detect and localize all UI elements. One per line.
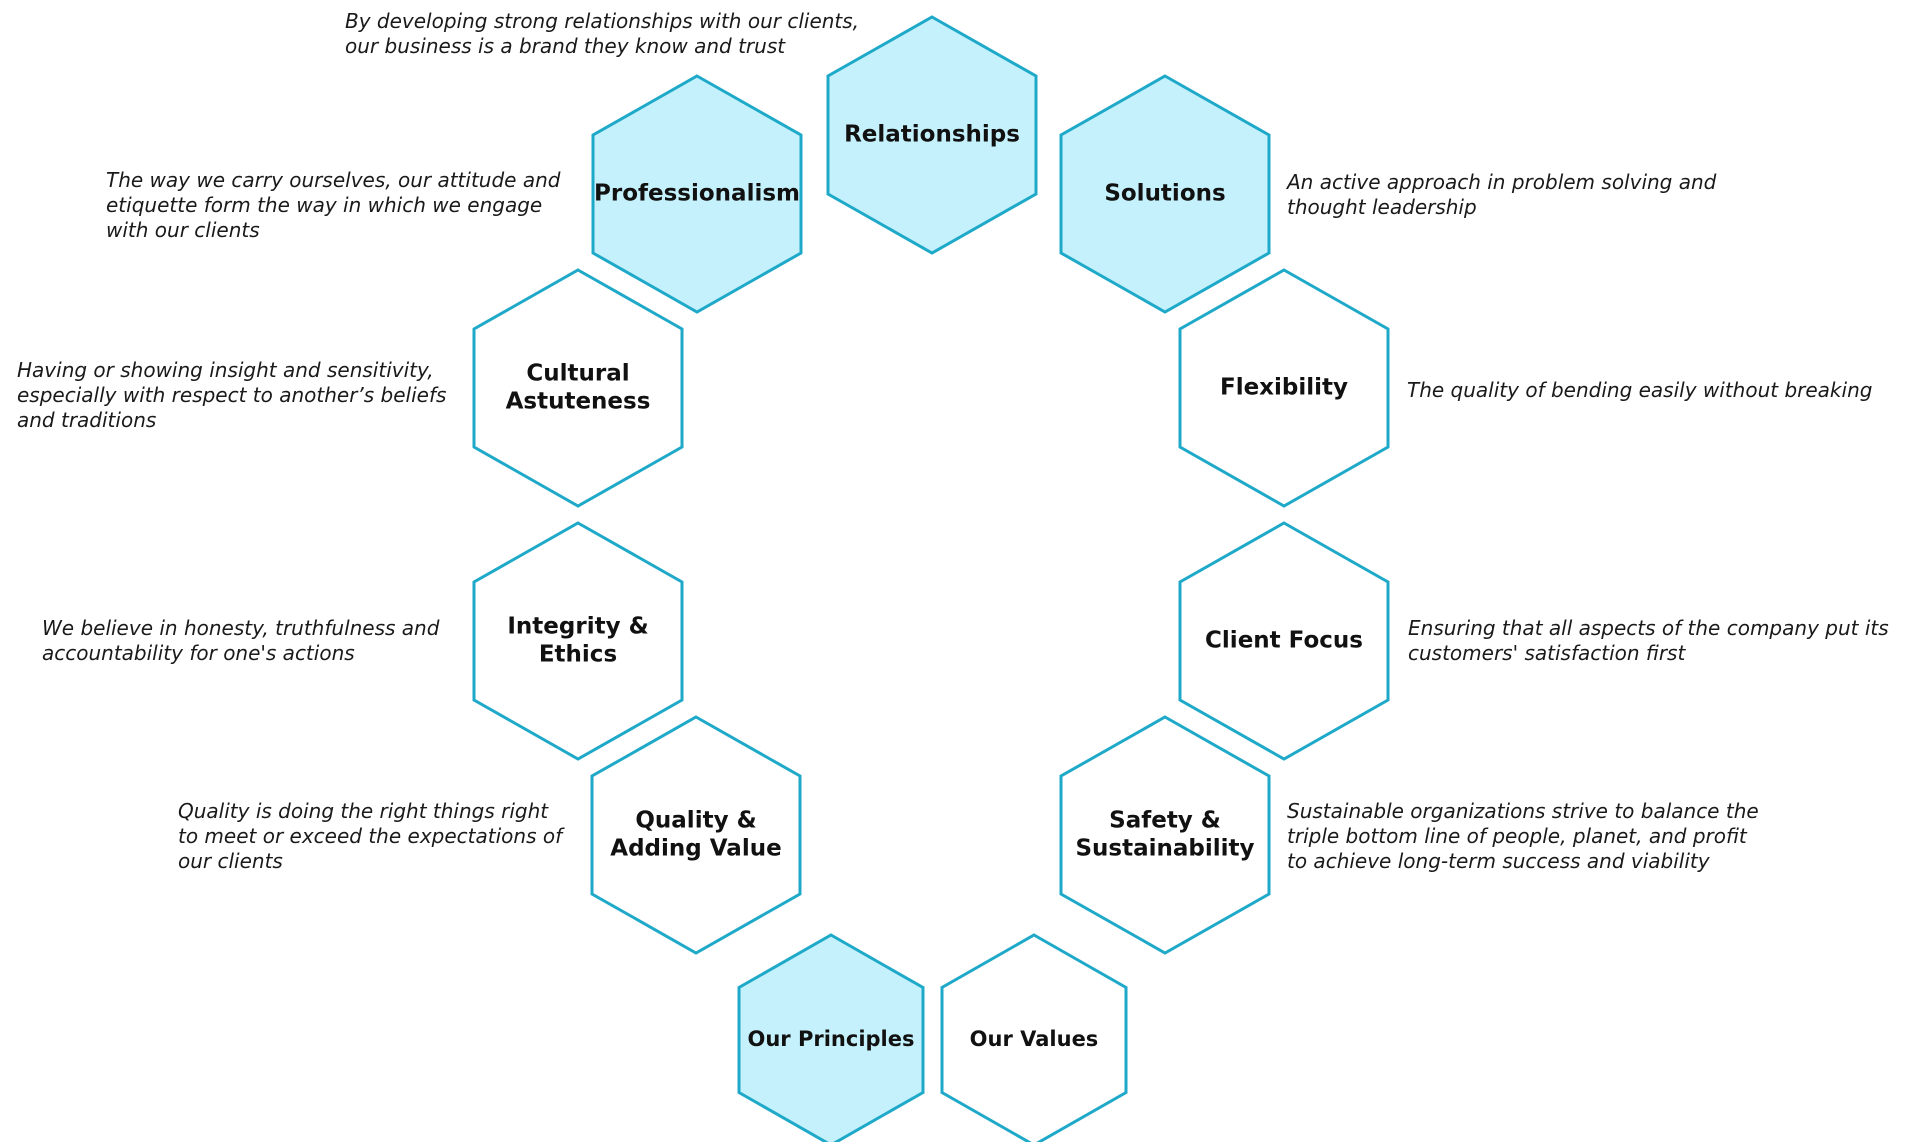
description-line: to achieve long-term success and viabili…: [1287, 849, 1711, 873]
description-line: We believe in honesty, truthfulness and: [42, 616, 440, 640]
hexagon-label: Ethics: [539, 641, 617, 667]
description-line: our clients: [178, 849, 283, 873]
description-cultural-astuteness: Having or showing insight and sensitivit…: [17, 358, 446, 432]
description-line: accountability for one's actions: [42, 641, 355, 665]
description-flexibility: The quality of bending easily without br…: [1407, 378, 1872, 402]
hexagon-shape: [1059, 715, 1271, 955]
hexagon-label: Sustainability: [1075, 835, 1254, 861]
description-line: The way we carry ourselves, our attitude…: [106, 168, 561, 192]
hexagon-label: Astuteness: [506, 388, 651, 414]
hexagon-label: Solutions: [1104, 181, 1225, 207]
description-line: our business is a brand they know and tr…: [345, 34, 786, 58]
description-line: especially with respect to another’s bel…: [17, 383, 446, 407]
description-line: triple bottom line of people, planet, an…: [1287, 824, 1748, 848]
hexagon-relationships: Relationships: [826, 15, 1038, 255]
hexagon-integrity-ethics: Integrity &Ethics: [472, 521, 684, 761]
description-line: By developing strong relationships with …: [345, 9, 859, 33]
hexagon-label: Adding Value: [610, 835, 781, 861]
hexagon-our-values: Our Values: [940, 933, 1128, 1142]
hexagon-shape: [1059, 74, 1271, 314]
description-line: The quality of bending easily without br…: [1407, 378, 1872, 402]
hexagon-professionalism: Professionalism: [591, 74, 803, 314]
hexagon-shape: [737, 933, 925, 1142]
hexagon-client-focus: Client Focus: [1178, 521, 1390, 761]
hexagon-shape: [940, 933, 1128, 1142]
description-line: An active approach in problem solving an…: [1285, 170, 1717, 194]
hexagon-label: Our Values: [970, 1027, 1099, 1051]
description-relationships: By developing strong relationships with …: [345, 9, 859, 58]
description-line: and traditions: [17, 408, 156, 432]
description-solutions: An active approach in problem solving an…: [1285, 170, 1717, 219]
hexagon-label: Relationships: [844, 122, 1020, 148]
description-line: Having or showing insight and sensitivit…: [17, 358, 434, 382]
hexagon-label: Cultural: [526, 361, 629, 387]
hexagon-shape: [826, 15, 1038, 255]
hexagon-our-principles: Our Principles: [737, 933, 925, 1142]
hexagon-shape: [472, 521, 684, 761]
hexagon-shape: [1178, 268, 1390, 508]
hexagon-safety-sustainability: Safety &Sustainability: [1059, 715, 1271, 955]
hexagon-quality-adding-value: Quality &Adding Value: [590, 715, 802, 955]
hexagon-label: Professionalism: [594, 181, 800, 207]
hexagon-shape: [591, 74, 803, 314]
description-professionalism: The way we carry ourselves, our attitude…: [106, 168, 561, 242]
description-line: Sustainable organizations strive to bala…: [1287, 799, 1759, 823]
hexagon-label: Flexibility: [1220, 375, 1348, 401]
hexagon-shape: [590, 715, 802, 955]
description-line: thought leadership: [1287, 195, 1477, 219]
hexagon-solutions: Solutions: [1059, 74, 1271, 314]
description-line: etiquette form the way in which we engag…: [106, 193, 542, 217]
description-safety-sustainability: Sustainable organizations strive to bala…: [1287, 799, 1759, 873]
hexagon-label: Our Principles: [748, 1027, 915, 1051]
description-line: customers' satisfaction first: [1408, 641, 1686, 665]
description-line: with our clients: [106, 218, 260, 242]
description-line: Ensuring that all aspects of the company…: [1408, 616, 1889, 640]
description-line: Quality is doing the right things right: [178, 799, 549, 823]
hexagon-label: Quality &: [635, 808, 756, 834]
hexagon-label: Integrity &: [507, 614, 648, 640]
hexagon-shape: [472, 268, 684, 508]
description-line: to meet or exceed the expectations of: [178, 824, 565, 848]
description-client-focus: Ensuring that all aspects of the company…: [1408, 616, 1889, 665]
hexagon-label: Safety &: [1109, 808, 1221, 834]
hexagon-label: Client Focus: [1205, 628, 1363, 654]
hexagon-flexibility: Flexibility: [1178, 268, 1390, 508]
hexagon-shape: [1178, 521, 1390, 761]
